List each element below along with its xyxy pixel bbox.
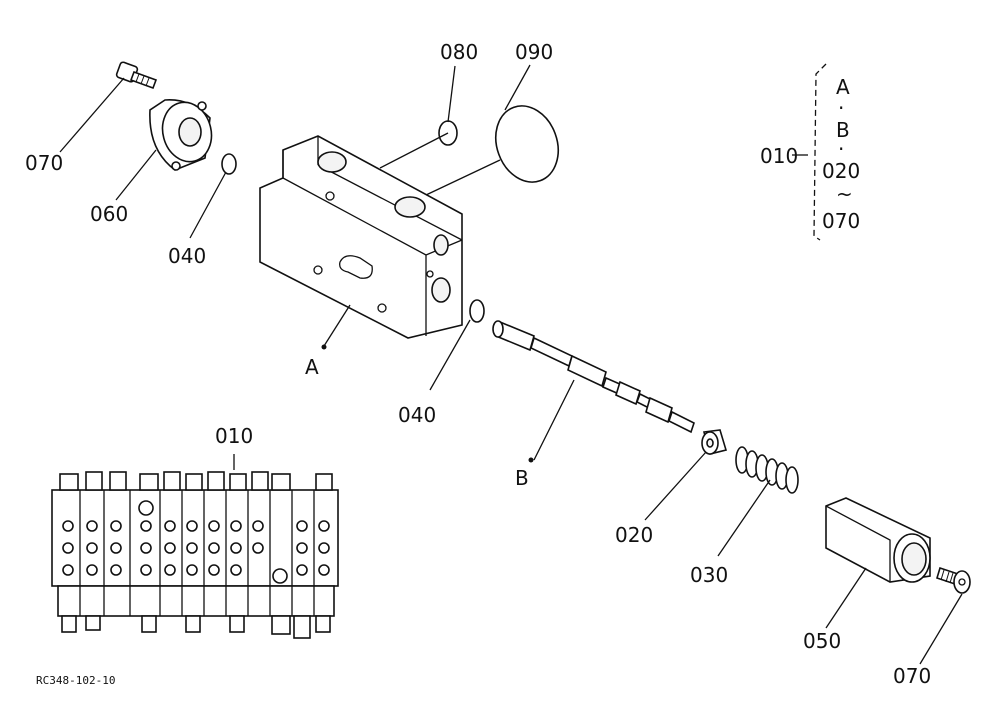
label-b: B [515,466,529,490]
legend-line-b: B [836,118,850,142]
label-050: 050 [803,629,841,653]
label-010-assembly: 010 [215,424,253,448]
screw-070-bottom [936,566,971,594]
legend-line-020: 020 [822,159,860,183]
collar-020 [701,429,728,455]
spool-b [492,320,695,434]
legend-line-a: A [836,75,850,99]
label-040-mid: 040 [398,403,436,427]
valve-body-a [259,135,463,339]
label-a: A [305,355,319,379]
legend-dot-2: · [838,137,844,161]
cap-060 [149,99,213,171]
label-080: 080 [440,40,478,64]
legend-dot-1: · [838,96,844,120]
spring-030 [735,446,799,494]
dot-a [321,344,327,350]
label-040-left: 040 [168,244,206,268]
label-070-top: 070 [25,151,63,175]
o-ring-090 [495,105,559,183]
cap-050 [825,497,931,583]
label-090: 090 [515,40,553,64]
o-ring-040-mid [469,299,485,323]
label-070-bottom: 070 [893,664,931,688]
legend-tilde: ~ [836,182,853,206]
leader-lines [59,64,963,665]
label-060: 060 [90,202,128,226]
o-ring-040-left [221,153,237,175]
assembly-010 [51,471,339,639]
legend-line-070: 070 [822,209,860,233]
label-010-group: 010 [760,144,798,168]
dot-b [528,457,534,463]
screw-070-top [115,61,158,90]
drawing-code: RC348-102-10 [36,674,115,687]
label-030: 030 [690,563,728,587]
label-020: 020 [615,523,653,547]
legend-bracket [813,63,827,241]
